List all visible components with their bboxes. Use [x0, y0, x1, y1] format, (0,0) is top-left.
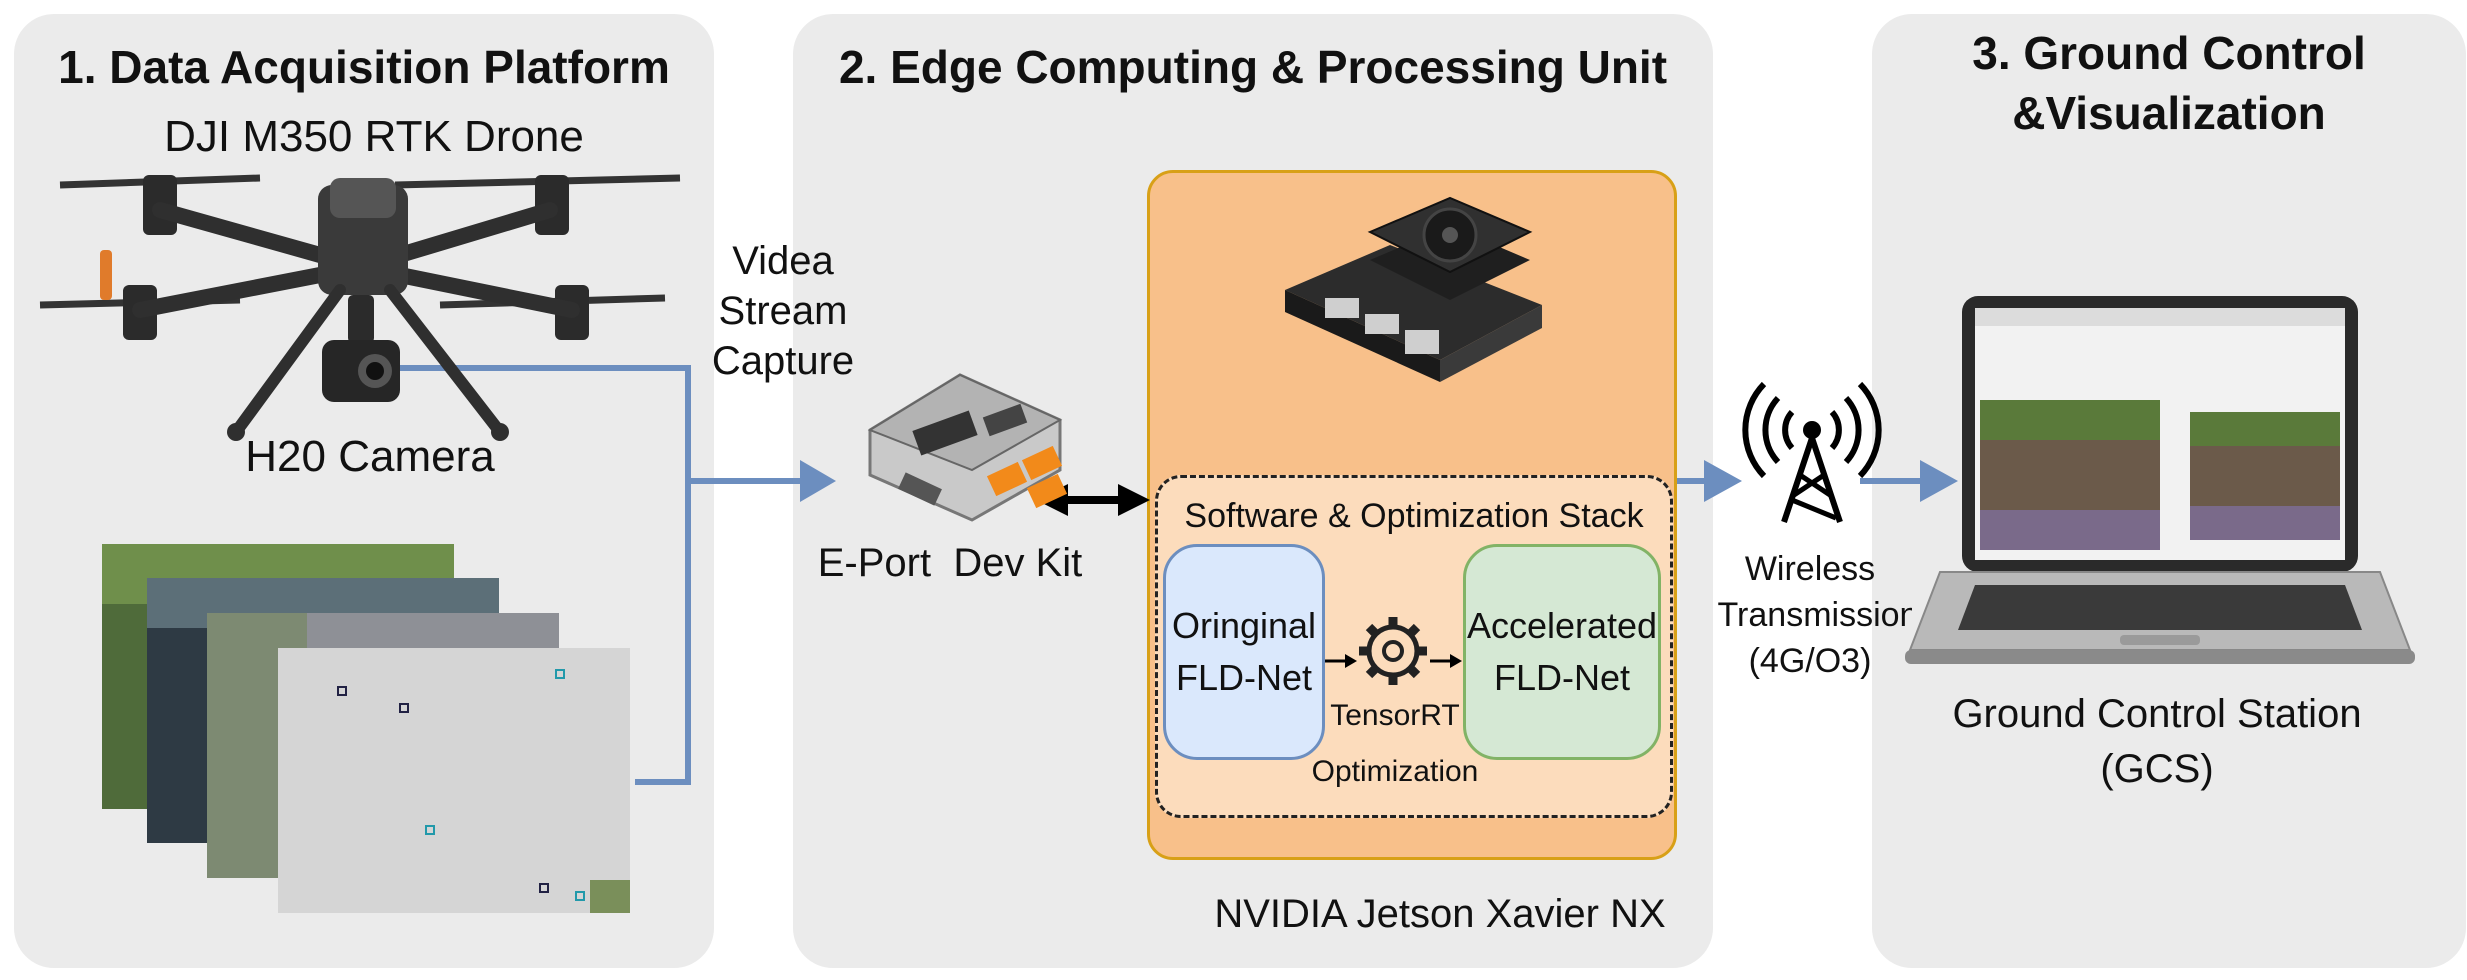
tower-arrowhead: [1704, 460, 1742, 502]
capture-label-line3: Capture: [711, 339, 855, 383]
wireless-label-clip: Transmission: [1690, 595, 1912, 639]
ground-title-line1: 3. Ground Control: [1972, 27, 2366, 79]
edge-title: 2. Edge Computing & Processing Unit: [838, 41, 1668, 93]
devkit-board-icon: [867, 373, 1068, 522]
wireless-label-line3: (4G/O3): [1748, 642, 1872, 680]
capture-label-line1: Videa: [732, 239, 834, 283]
stack-title: Software & Optimization Stack: [1184, 497, 1644, 535]
capture-label-line2: Stream: [718, 289, 848, 333]
camera-link: [375, 365, 691, 481]
radio-tower-icon: [1742, 381, 1882, 523]
devkit-label: E-Port Dev Kit: [817, 541, 1083, 585]
camera-label: H20 Camera: [245, 432, 495, 481]
drone-icon: [39, 174, 681, 441]
jetson-module-icon: [1285, 196, 1542, 382]
image-stack-link: [635, 481, 691, 785]
gear-icon: [1359, 617, 1427, 685]
accelerated-model-box: Accelerated FLD-Net: [1463, 544, 1661, 760]
laptop-icon: [1905, 296, 2415, 664]
accelerated-model-line1: Accelerated: [1466, 605, 1658, 646]
gcs-label-line1: Ground Control Station: [1952, 692, 2362, 736]
optimizer-line1: TensorRT: [1330, 699, 1460, 732]
wireless-label-line1: Wireless: [1744, 550, 1876, 588]
hardware-label: NVIDIA Jetson Xavier NX: [1214, 892, 1666, 936]
drone-label: DJI M350 RTK Drone: [164, 112, 584, 161]
gcs-label-line2: (GCS): [2100, 747, 2214, 791]
original-model-box: Oringinal FLD-Net: [1163, 544, 1325, 760]
wireless-label-line2: Transmission: [1717, 596, 1912, 634]
aerial-image-stack-icon: [102, 544, 630, 913]
laptop-arrowhead: [1920, 460, 1958, 502]
acquisition-title: 1. Data Acquisition Platform: [58, 41, 670, 93]
original-model-line1: Oringinal: [1171, 605, 1317, 646]
capture-arrowhead: [800, 460, 836, 502]
optimizer-line2: Optimization: [1311, 755, 1479, 788]
ground-title-line2: &Visualization: [2012, 87, 2326, 139]
accelerated-model-line2: FLD-Net: [1493, 657, 1631, 698]
original-model-line2: FLD-Net: [1175, 657, 1313, 698]
